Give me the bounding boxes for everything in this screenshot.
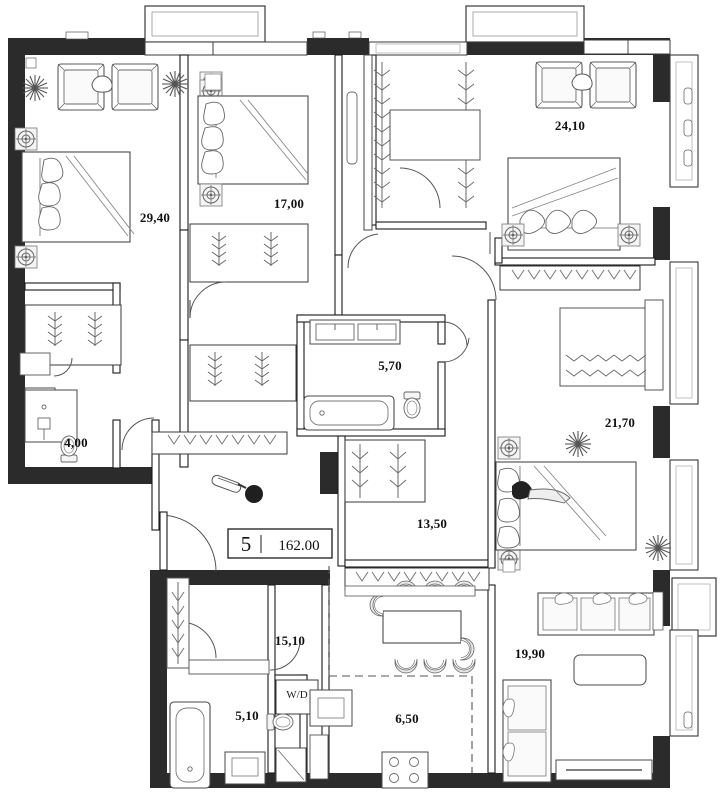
area-label-living-main: 19,90 xyxy=(515,646,545,661)
area-label-bathroom-small: 4,00 xyxy=(64,435,88,450)
summary-badge: 5 162.00 xyxy=(227,528,333,559)
room-bedroom-second xyxy=(151,79,309,455)
badge-total-area: 162.00 xyxy=(278,538,319,554)
badge-room-count: 5 xyxy=(241,532,252,556)
room-kitchen xyxy=(309,689,429,789)
area-label-bedroom-right: 21,70 xyxy=(605,415,635,430)
room-living-top xyxy=(499,61,641,291)
room-bathroom-master xyxy=(303,319,470,431)
area-label-living-top: 24,10 xyxy=(555,118,585,133)
room-living-main xyxy=(502,591,664,783)
area-label-hall-central: 13,50 xyxy=(417,516,447,531)
area-label-corridor-lower: 15,10 xyxy=(275,633,305,648)
area-label-bedroom-second: 17,00 xyxy=(274,196,304,211)
washer-dryer-label: W/D xyxy=(286,689,307,701)
room-corridor-lower xyxy=(166,577,270,675)
dining-set xyxy=(344,580,476,674)
area-label-kitchen: 6,50 xyxy=(395,711,419,726)
area-label-bathroom-master: 5,70 xyxy=(378,358,402,373)
door-swings xyxy=(121,167,497,671)
balcony-glazing-right xyxy=(669,54,717,737)
area-label-bedroom-master-left: 29,40 xyxy=(140,210,170,225)
room-bedroom-right xyxy=(495,299,672,571)
wardrobe-column-top-middle xyxy=(346,54,481,231)
room-hall-central xyxy=(211,439,490,591)
room-bathroom-small xyxy=(19,352,78,463)
balcony-glazing-top xyxy=(65,5,671,56)
area-label-bathroom-guest: 5,10 xyxy=(235,708,259,723)
misc-details xyxy=(25,57,516,573)
kitchen-dashed-zone xyxy=(328,566,473,773)
room-area-labels: 29,40 17,00 24,10 21,70 5,70 13,50 4,00 … xyxy=(64,118,635,726)
